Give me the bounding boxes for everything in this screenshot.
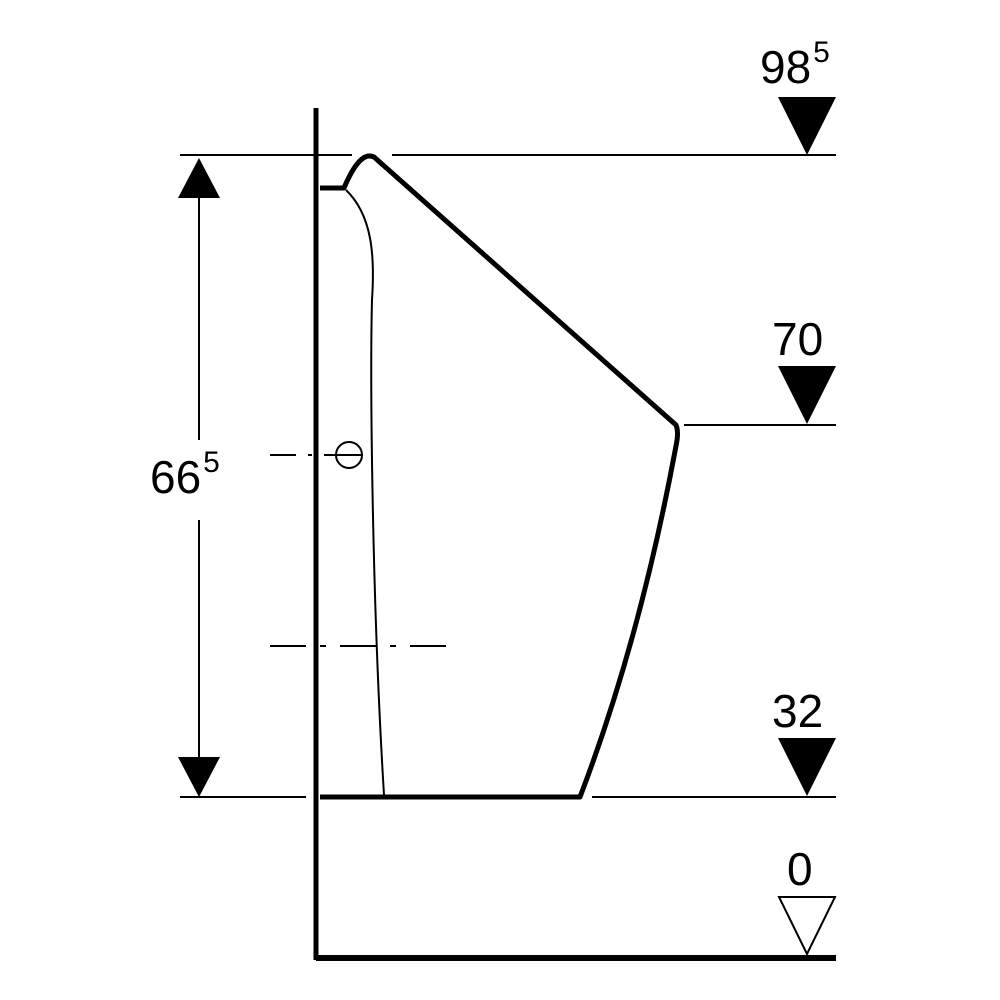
level-label-floor: 0 (787, 846, 813, 892)
arrow-head-icon (178, 757, 220, 797)
dimension-label: 665 (150, 448, 220, 503)
urinal-outline (320, 153, 680, 800)
down-triangle-filled-icon (778, 366, 836, 424)
dimension-label-main: 66 (150, 451, 202, 503)
down-triangle-outline-icon (777, 896, 837, 957)
level-label-lower: 32 (772, 688, 823, 734)
level-label-top: 985 (760, 38, 830, 93)
level-label-middle-main: 70 (772, 313, 824, 365)
dimension-label-sup: 5 (203, 446, 220, 479)
circle-slash-icon (335, 441, 363, 469)
urinal-inner-curve (345, 189, 385, 796)
down-triangle-filled-icon (778, 97, 836, 155)
level-label-top-sup: 5 (813, 36, 830, 69)
dimension-label-gap (170, 440, 230, 520)
arrow-head-icon (178, 158, 220, 198)
level-label-middle: 70 (772, 316, 823, 362)
down-triangle-filled-icon (778, 738, 836, 796)
level-label-lower-main: 32 (772, 685, 824, 737)
level-label-floor-main: 0 (787, 843, 813, 895)
level-label-top-main: 98 (760, 41, 812, 93)
